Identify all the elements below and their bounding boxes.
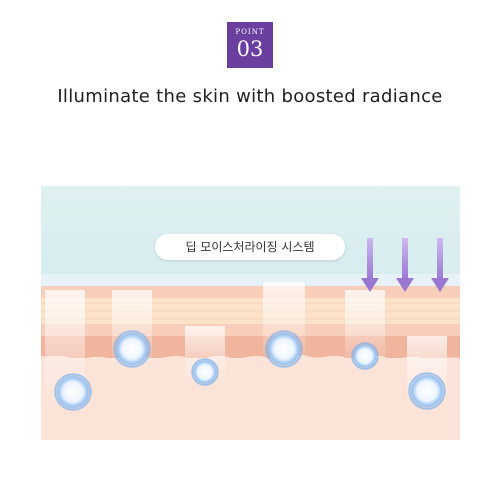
skin-band-layer — [41, 336, 460, 360]
arrow-down-icon — [431, 238, 449, 292]
moisture-bubble-icon — [54, 373, 92, 411]
skin-cross-section-illustration — [41, 186, 460, 440]
arrow-down-icon — [361, 238, 379, 292]
moisture-bubble-icon — [113, 330, 151, 368]
moisture-bubble-icon — [265, 330, 303, 368]
badge-label: POINT — [235, 28, 265, 36]
moisture-bubble-icon — [351, 342, 379, 370]
badge-number: 03 — [236, 37, 264, 61]
moisture-bubble-icon — [408, 372, 446, 410]
arrow-down-icon — [396, 238, 414, 292]
skin-deep-layer — [41, 358, 460, 440]
moisture-bubble-icon — [191, 358, 219, 386]
system-label-pill: 딥 모이스처라이징 시스템 — [155, 234, 345, 260]
point-badge: POINT 03 — [227, 22, 273, 68]
horizon-band — [41, 274, 460, 288]
headline: Illuminate the skin with boosted radianc… — [57, 86, 443, 107]
